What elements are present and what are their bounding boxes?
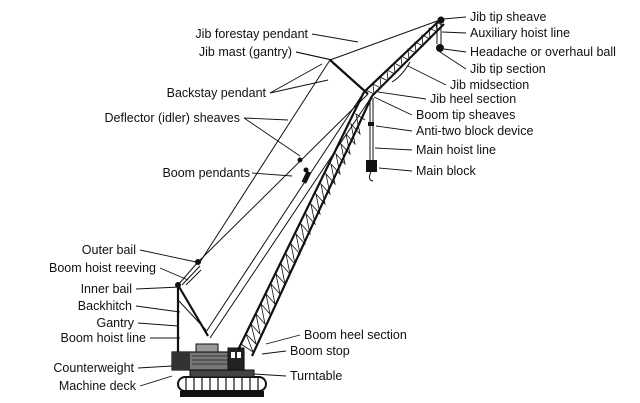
- label-boom-hoist-line: Boom hoist line: [61, 331, 147, 345]
- label-jib-tip-section: Jib tip section: [470, 62, 546, 76]
- label-boom-pendants: Boom pendants: [162, 166, 250, 180]
- label-boom-hoist-reeving: Boom hoist reeving: [49, 261, 156, 275]
- auxiliary-hoist: [436, 22, 444, 52]
- jib-mast: [329, 59, 369, 95]
- label-inner-bail: Inner bail: [81, 282, 132, 296]
- labels: Jib tip sheave Auxiliary hoist line Head…: [49, 10, 616, 393]
- leader-lines: [135, 16, 467, 387]
- label-main-block: Main block: [416, 164, 476, 178]
- label-counterweight: Counterweight: [53, 361, 134, 375]
- label-jib-mast: Jib mast (gantry): [199, 45, 292, 59]
- turntable: [189, 369, 255, 378]
- machine-house: [171, 343, 245, 371]
- main-hoist: [366, 98, 377, 182]
- label-outer-bail: Outer bail: [82, 243, 136, 257]
- label-machine-deck: Machine deck: [59, 379, 137, 393]
- label-turntable: Turntable: [290, 369, 342, 383]
- label-jib-heel-section: Jib heel section: [430, 92, 516, 106]
- crane-illustration: [171, 16, 445, 397]
- label-jib-forestay-pendant: Jib forestay pendant: [195, 27, 308, 41]
- gantry-structure: [175, 259, 209, 352]
- label-boom-stop: Boom stop: [290, 344, 350, 358]
- label-jib-tip-sheave: Jib tip sheave: [470, 10, 546, 24]
- crawler-tracks: [177, 376, 267, 397]
- main-boom: [237, 91, 373, 357]
- label-boom-tip-sheaves: Boom tip sheaves: [416, 108, 515, 122]
- pendant-lines: [197, 19, 441, 339]
- label-gantry: Gantry: [96, 316, 134, 330]
- jib: [363, 16, 445, 97]
- label-jib-midsection: Jib midsection: [450, 78, 529, 92]
- label-backstay-pendant: Backstay pendant: [167, 86, 267, 100]
- label-headache-ball: Headache or overhaul ball: [470, 45, 616, 59]
- label-anti-two-block: Anti-two block device: [416, 124, 533, 138]
- label-auxiliary-hoist-line: Auxiliary hoist line: [470, 26, 570, 40]
- label-backhitch: Backhitch: [78, 299, 132, 313]
- label-deflector-sheaves: Deflector (idler) sheaves: [105, 111, 240, 125]
- label-boom-heel-section: Boom heel section: [304, 328, 407, 342]
- label-main-hoist-line: Main hoist line: [416, 143, 496, 157]
